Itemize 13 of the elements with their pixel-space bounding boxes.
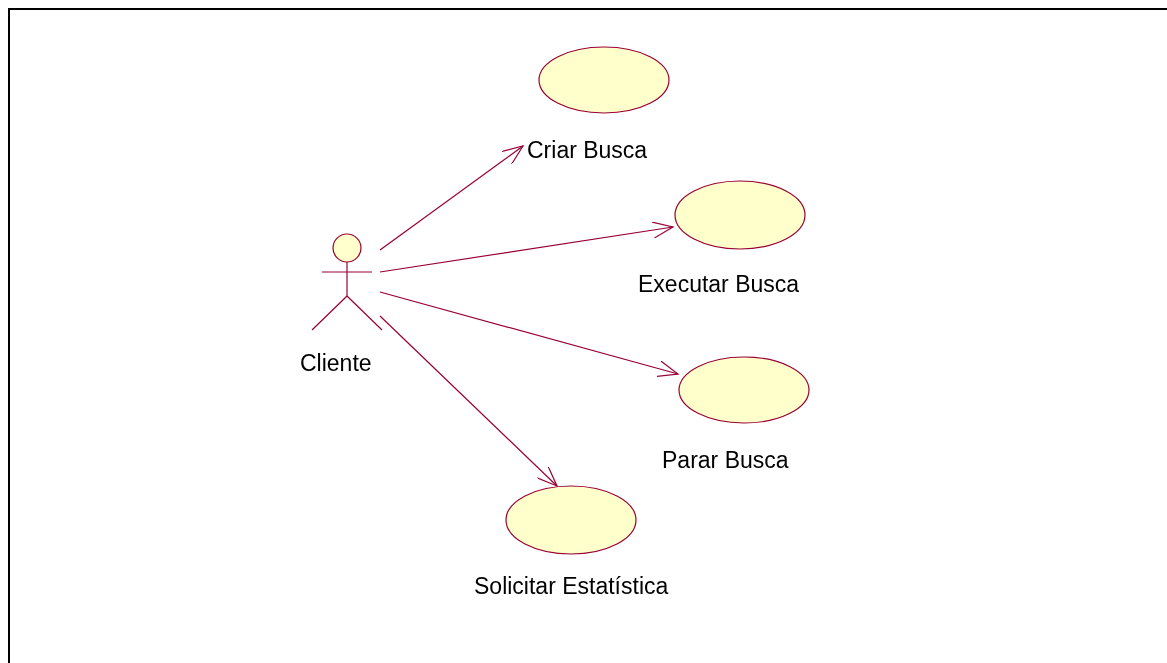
use-case-name: Executar Busca bbox=[638, 271, 800, 297]
arrow bbox=[379, 315, 558, 487]
actor-name: Cliente bbox=[300, 350, 372, 376]
arrow bbox=[379, 145, 524, 251]
use-case-ellipse bbox=[538, 46, 670, 114]
use-case-name: Solicitar Estatística bbox=[474, 573, 669, 599]
arrow bbox=[379, 291, 679, 377]
use-case-name: Criar Busca bbox=[527, 137, 648, 163]
use-case-ellipse bbox=[505, 485, 637, 555]
use-case-ellipse bbox=[674, 180, 806, 250]
arrow bbox=[379, 221, 674, 273]
use-case-ellipse bbox=[678, 356, 810, 424]
use-case-name: Parar Busca bbox=[662, 447, 789, 473]
